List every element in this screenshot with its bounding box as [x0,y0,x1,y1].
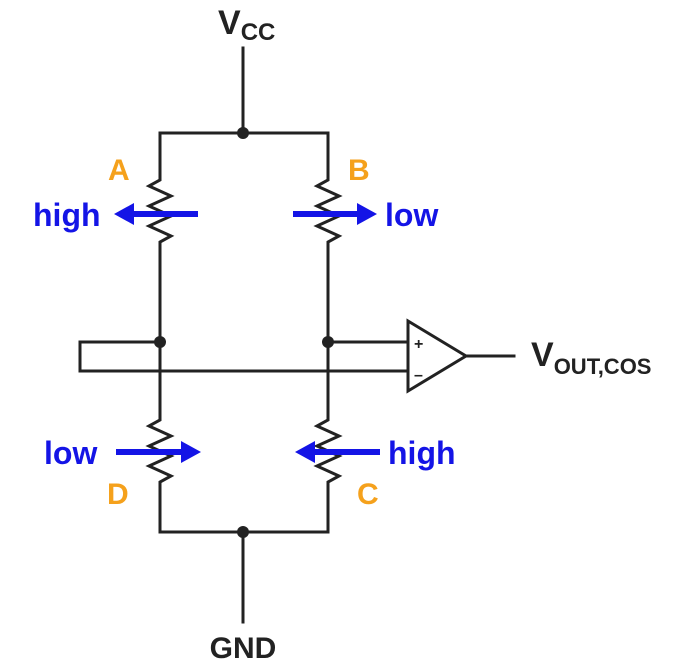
vout-label: VOUT,COS [531,336,651,379]
resistor-a-state: high [33,197,101,233]
resistor-c-state: high [388,435,456,471]
resistor-b [313,131,343,344]
gnd-label: GND [210,632,277,665]
resistor-c-arrow [295,441,380,463]
vcc-label: VCC [218,4,275,46]
resistor-b-arrow [293,203,377,225]
op-amp [406,318,469,394]
resistor-b-state: low [385,197,438,233]
resistor-b-letter: B [348,154,370,187]
vcc-main: V [218,4,241,42]
resistor-d-arrow [116,441,201,463]
top-junction [237,127,249,139]
resistor-a [145,131,175,344]
vout-main: V [531,336,554,374]
vcc-subscript: CC [241,19,276,46]
op-amp-minus-label: – [414,367,423,384]
resistor-d-state: low [44,435,97,471]
vout-subscript: OUT,COS [554,354,652,379]
op-amp-plus-label: + [414,336,423,353]
resistor-c-letter: C [357,478,379,511]
minus-input-wire [78,340,410,373]
resistor-a-letter: A [108,154,130,187]
resistor-a-arrow [114,203,198,225]
resistor-d-letter: D [107,478,129,511]
